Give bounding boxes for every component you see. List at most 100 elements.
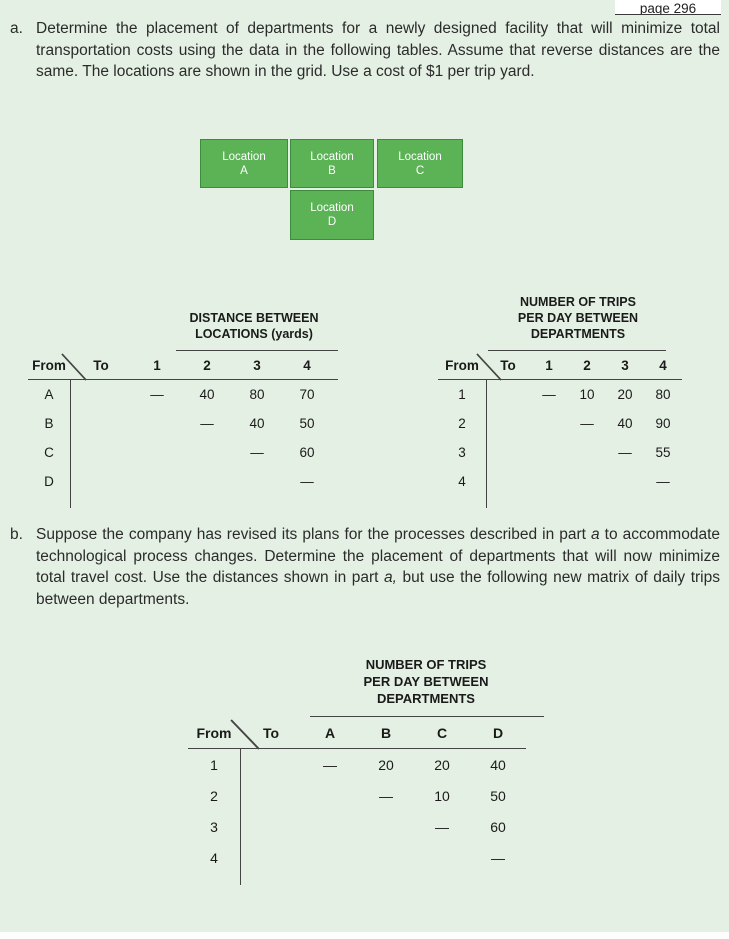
to-header: To bbox=[93, 358, 109, 373]
from-header: From bbox=[196, 725, 232, 741]
table-cell: — bbox=[435, 818, 449, 835]
table-cell: 10 bbox=[579, 387, 595, 402]
page-number: page 296 bbox=[639, 1, 697, 15]
text-segment: Suppose the company has revised its plan… bbox=[36, 526, 591, 543]
text-segment: but use the following new matrix of dail… bbox=[36, 569, 720, 608]
row-label: 4 bbox=[210, 849, 218, 866]
col-header: 4 bbox=[659, 358, 667, 373]
location-letter: D bbox=[327, 216, 337, 228]
from-header: From bbox=[445, 358, 479, 373]
table-cell: — bbox=[656, 474, 670, 489]
header-rule bbox=[438, 379, 682, 380]
distance-table: DISTANCE BETWEEN LOCATIONS (yards) From … bbox=[28, 310, 338, 508]
location-letter: C bbox=[415, 164, 425, 177]
location-word: Location bbox=[222, 150, 266, 163]
table-cell: 50 bbox=[299, 416, 315, 431]
table-header-row: From To 1 2 3 4 bbox=[28, 351, 338, 381]
table-body: 1 — 20 20 40 2 — 10 50 3 — 60 bbox=[188, 749, 526, 885]
location-word: Location bbox=[310, 202, 354, 214]
table-row: 3 — 60 bbox=[188, 811, 526, 842]
header-rule bbox=[188, 748, 526, 749]
col-header: D bbox=[492, 725, 504, 741]
problem-part-a: a. Determine the placement of department… bbox=[10, 18, 720, 83]
table-cell: 10 bbox=[434, 787, 450, 804]
title-rule bbox=[488, 350, 666, 351]
trips-table-a-title: NUMBER OF TRIPS PER DAY BETWEEN DEPARTME… bbox=[488, 294, 668, 342]
part-a-text: Determine the placement of departments f… bbox=[36, 20, 720, 80]
from-to-diagonal-icon bbox=[61, 353, 87, 381]
table-cell: 20 bbox=[617, 387, 633, 402]
table-cell: 80 bbox=[655, 387, 671, 402]
location-box-d: Location D bbox=[290, 190, 374, 240]
table-row: 2 — 10 50 bbox=[188, 780, 526, 811]
title-line: DISTANCE BETWEEN bbox=[189, 311, 319, 325]
table-body: A — 40 80 70 B — 40 50 C — 60 bbox=[28, 380, 338, 508]
row-label: 4 bbox=[458, 474, 466, 489]
column-divider bbox=[240, 749, 241, 885]
col-header: A bbox=[324, 725, 336, 741]
col-header: 2 bbox=[583, 358, 591, 373]
row-label: B bbox=[44, 416, 54, 431]
text-segment-italic: a bbox=[591, 526, 600, 543]
title-line: LOCATIONS (yards) bbox=[195, 327, 313, 341]
part-b-text: Suppose the company has revised its plan… bbox=[36, 524, 720, 610]
distance-table-title: DISTANCE BETWEEN LOCATIONS (yards) bbox=[170, 310, 338, 342]
table-cell: 40 bbox=[199, 387, 215, 402]
location-box-c: Location C bbox=[377, 139, 463, 188]
header-rule bbox=[28, 379, 338, 380]
row-label: 2 bbox=[210, 787, 218, 804]
from-to-diagonal-icon bbox=[476, 353, 502, 381]
row-label: 1 bbox=[210, 756, 218, 773]
column-divider bbox=[486, 380, 487, 508]
title-line: NUMBER OF TRIPS bbox=[365, 657, 487, 672]
table-row: 3 — 55 bbox=[438, 438, 682, 467]
title-rule bbox=[310, 716, 544, 717]
table-cell: — bbox=[379, 787, 393, 804]
table-cell: — bbox=[200, 416, 214, 431]
part-a-label: a. bbox=[10, 20, 23, 37]
table-cell: 60 bbox=[490, 818, 506, 835]
row-label: 2 bbox=[458, 416, 466, 431]
table-cell: 40 bbox=[490, 756, 506, 773]
location-letter: B bbox=[328, 164, 336, 177]
page-bottom-margin bbox=[0, 932, 729, 939]
table-cell: 60 bbox=[299, 445, 315, 460]
col-header: 1 bbox=[153, 358, 161, 373]
table-cell: 55 bbox=[655, 445, 671, 460]
title-line: DEPARTMENTS bbox=[377, 691, 475, 706]
location-word: Location bbox=[398, 150, 442, 163]
location-letter: A bbox=[240, 164, 248, 177]
title-line: PER DAY BETWEEN bbox=[363, 674, 489, 689]
table-row: C — 60 bbox=[28, 438, 338, 467]
location-box-a: Location A bbox=[200, 139, 288, 188]
row-label: 1 bbox=[458, 387, 466, 402]
table-cell: 50 bbox=[490, 787, 506, 804]
title-rule bbox=[176, 350, 338, 351]
table-cell: — bbox=[150, 387, 164, 402]
col-header: C bbox=[436, 725, 448, 741]
title-line: PER DAY BETWEEN bbox=[517, 311, 639, 325]
page-number-box: page 296 bbox=[615, 0, 721, 15]
row-label: C bbox=[44, 445, 54, 460]
part-b-label: b. bbox=[10, 526, 23, 543]
table-row: B — 40 50 bbox=[28, 409, 338, 438]
table-cell: — bbox=[300, 474, 314, 489]
table-row: 4 — bbox=[438, 467, 682, 496]
table-cell: — bbox=[618, 445, 632, 460]
location-word: Location bbox=[310, 150, 354, 163]
row-label: 3 bbox=[210, 818, 218, 835]
col-header: 1 bbox=[545, 358, 553, 373]
location-box-b: Location B bbox=[290, 139, 374, 188]
text-segment: to accommodate technological process cha… bbox=[36, 526, 720, 586]
table-cell: — bbox=[542, 387, 556, 402]
table-row: D — bbox=[28, 467, 338, 496]
col-header: B bbox=[380, 725, 392, 741]
table-row: 1 — 20 20 40 bbox=[188, 749, 526, 780]
trips-table-b: NUMBER OF TRIPS PER DAY BETWEEN DEPARTME… bbox=[188, 656, 544, 885]
table-cell: 90 bbox=[655, 416, 671, 431]
from-header: From bbox=[32, 358, 66, 373]
table-cell: 40 bbox=[249, 416, 265, 431]
problem-part-b: b. Suppose the company has revised its p… bbox=[10, 524, 720, 610]
table-cell: — bbox=[250, 445, 264, 460]
